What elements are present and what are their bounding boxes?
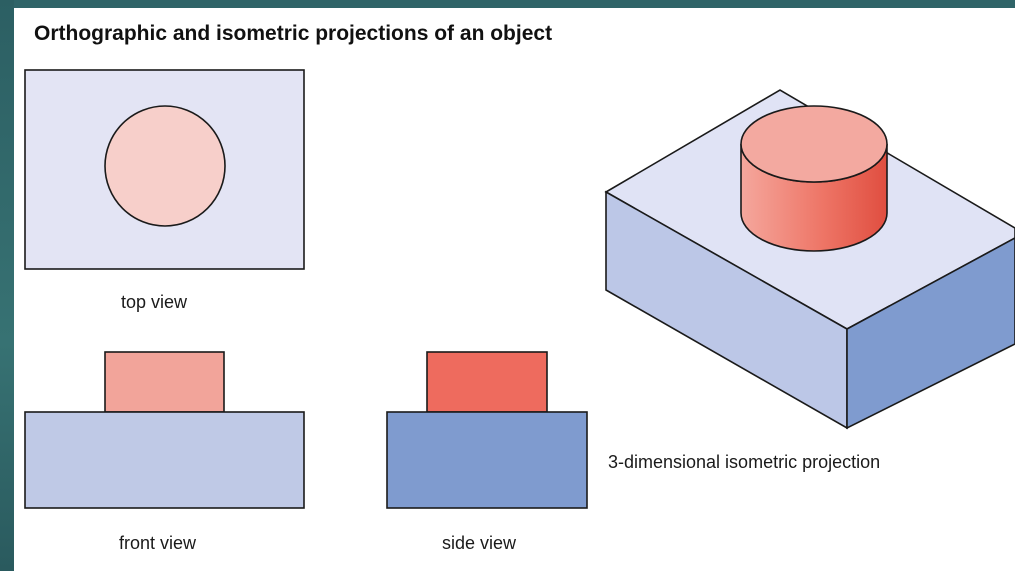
- diagram-panel: Orthographic and isometric projections o…: [14, 8, 1015, 571]
- slide-frame-edge: [0, 0, 14, 571]
- side-view-base: [386, 411, 588, 509]
- isometric-drawing: [604, 89, 1015, 430]
- side-view-drawing: [386, 351, 588, 509]
- diagram-title: Orthographic and isometric projections o…: [34, 22, 553, 45]
- front-view-drawing: [24, 351, 305, 509]
- front-view-label: front view: [119, 533, 197, 553]
- isometric-side-face: [846, 237, 1015, 430]
- top-view-label: top view: [121, 292, 188, 312]
- top-view-drawing: [24, 69, 305, 270]
- front-view-block: [104, 351, 225, 413]
- top-view-circle: [104, 105, 226, 227]
- front-view-base: [24, 411, 305, 509]
- isometric-label: 3-dimensional isometric projection: [608, 452, 881, 472]
- side-view-block: [426, 351, 548, 413]
- isometric-cylinder-top: [740, 105, 888, 183]
- projection-drawings: [24, 69, 1015, 509]
- side-view-label: side view: [442, 533, 517, 553]
